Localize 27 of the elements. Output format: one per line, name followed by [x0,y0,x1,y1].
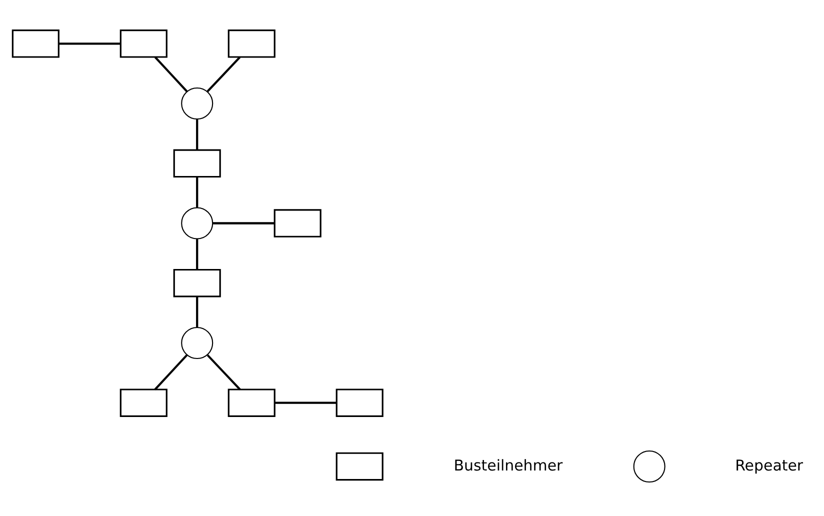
node-box [336,388,384,418]
connector [196,176,198,208]
connector [154,56,188,92]
node-circle [181,326,214,360]
node-box [120,388,168,418]
node-circle [633,450,666,483]
node-box [120,29,168,58]
node-box [173,268,221,298]
legend-label: Repeater [735,456,804,474]
legend-label: Busteilnehmer [454,456,563,474]
node-box [336,452,384,481]
node-circle [181,87,214,120]
node-box [12,29,60,58]
connector [206,354,241,390]
connector [196,119,198,150]
connector [154,354,188,390]
connector [212,222,274,224]
node-box [228,388,276,418]
connector [58,42,120,45]
connector [196,238,198,270]
node-box [228,29,276,58]
connector [206,56,241,92]
node-box [173,149,221,178]
node-circle [181,207,214,240]
connector [196,296,198,328]
node-box [274,209,322,238]
connector [274,402,336,404]
